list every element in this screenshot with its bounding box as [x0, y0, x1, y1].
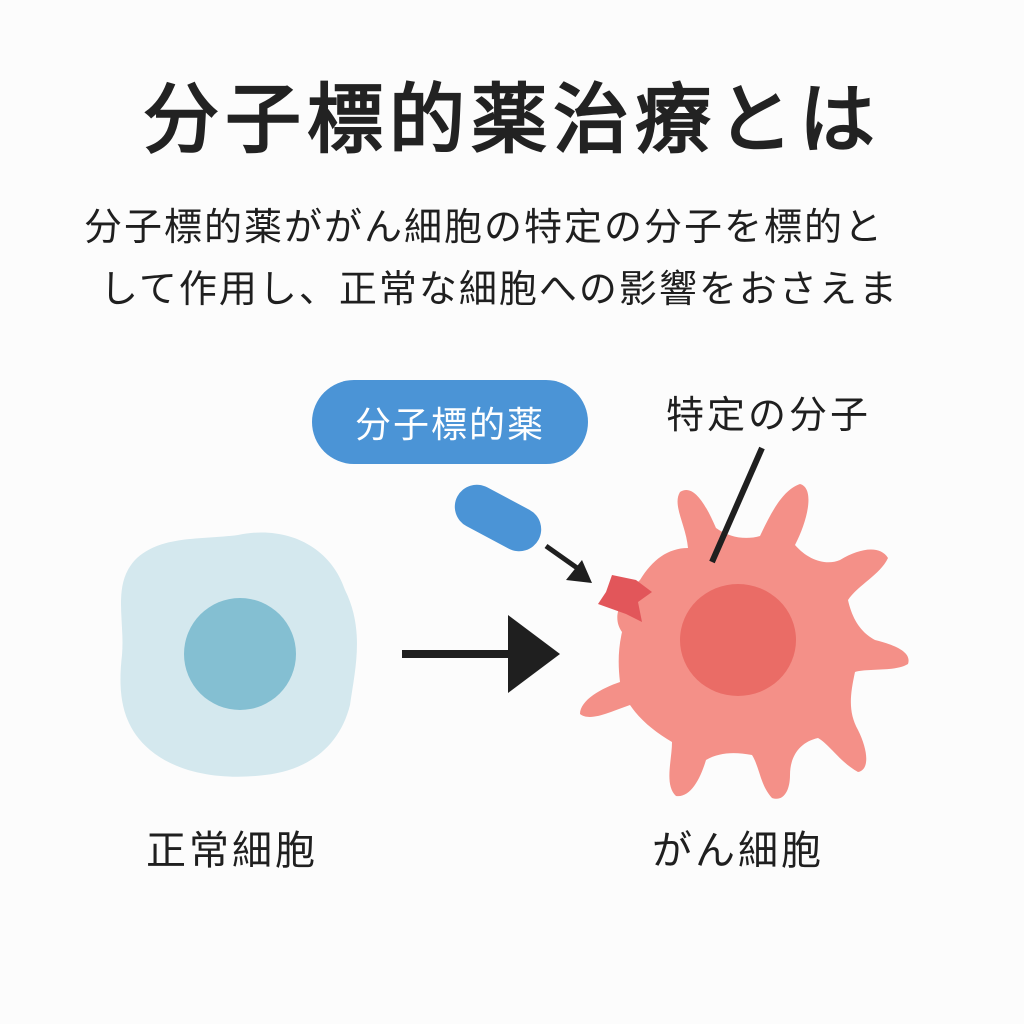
target-molecule-icon: [598, 575, 652, 622]
arrow-right-icon: [402, 615, 560, 693]
drug-arrow-icon: [544, 543, 592, 583]
drug-label-badge: 分子標的薬: [312, 380, 588, 464]
drug-capsule-icon: [454, 484, 542, 552]
cancer-cell-nucleus: [680, 584, 796, 696]
page-title: 分子標的薬治療とは: [143, 75, 881, 164]
cancer-cell-label: がん細胞: [652, 828, 824, 874]
description-line-2: して作用し、正常な細胞への影響をおさえま: [100, 267, 899, 311]
description-line-1: 分子標的薬ががん細胞の特定の分子を標的と: [84, 205, 885, 249]
target-molecule-pointer: [709, 446, 765, 564]
target-molecule-label: 特定の分子: [666, 393, 872, 437]
normal-cell-icon: [120, 532, 357, 777]
cancer-cell-icon: [580, 484, 909, 799]
normal-cell-label: 正常細胞: [146, 828, 318, 874]
normal-cell-nucleus: [184, 598, 296, 710]
